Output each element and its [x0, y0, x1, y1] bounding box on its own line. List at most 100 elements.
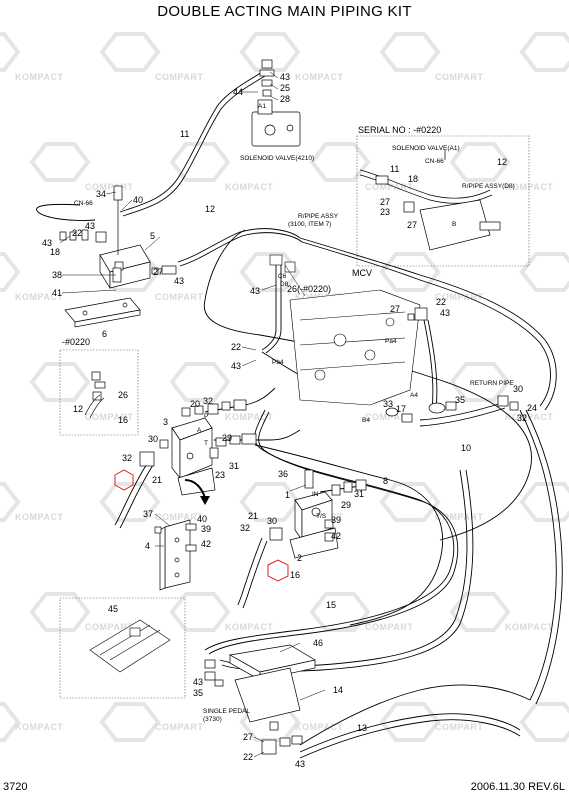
watermark-hexagon — [379, 482, 441, 522]
watermark-text: COMPART — [435, 512, 483, 522]
pipe-14 — [299, 684, 531, 746]
label-port-ts: T/S — [316, 513, 327, 520]
callout: 23 — [215, 470, 225, 480]
callout: 28 — [280, 94, 290, 104]
callout: 13 — [357, 723, 367, 733]
callout: 22 — [436, 297, 446, 307]
callout: 39 — [331, 515, 341, 525]
callout: 1 — [285, 490, 290, 500]
hose-16 — [237, 537, 263, 606]
watermark-hexagon — [519, 482, 569, 522]
callout: 5 — [150, 231, 155, 241]
watermark-text: COMPART — [365, 182, 413, 192]
watermark-text: KOMPACT — [15, 72, 63, 82]
label-cn66-inset: CN-66 — [425, 158, 444, 165]
pipe-12-p — [179, 232, 303, 267]
inset-serial-0220 — [356, 135, 530, 267]
inset-left-content — [84, 371, 106, 419]
watermark-hexagon — [99, 482, 161, 522]
watermark-text: KOMPACT — [225, 182, 273, 192]
bracket-4 — [154, 519, 197, 591]
callout: 27 — [243, 732, 253, 742]
callout: 40 — [133, 195, 143, 205]
hose-16-p — [242, 540, 268, 609]
callout: 43 — [42, 238, 52, 248]
callout: 20 — [190, 399, 200, 409]
watermark-hexagon — [379, 702, 441, 742]
label-port-p: P — [204, 413, 208, 420]
label-return-pipe: RETURN PIPE — [470, 380, 514, 387]
callout: 31 — [229, 461, 239, 471]
watermark-text: KOMPACT — [15, 722, 63, 732]
callout: 40 — [197, 514, 207, 524]
callout: 32 — [203, 396, 213, 406]
red-markers — [114, 469, 289, 582]
callout: 43 — [280, 72, 290, 82]
callout: 26 — [118, 390, 128, 400]
callout: 35 — [455, 395, 465, 405]
red-hexagon-marker — [114, 469, 134, 491]
watermark-text: KOMPACT — [15, 292, 63, 302]
callout: 24 — [527, 403, 537, 413]
hose-11-loop — [36, 203, 96, 221]
label-r-pipe-assy-ref: (3100, ITEM 7) — [288, 221, 331, 228]
pipe-12 — [177, 228, 301, 263]
watermark-hexagon — [29, 362, 91, 402]
pipe-pa4-p — [427, 319, 438, 411]
watermark-hexagon — [309, 592, 371, 632]
pipe-rpipe-down — [261, 262, 277, 351]
callout: 16 — [118, 415, 128, 425]
pipe-return-b — [208, 411, 459, 655]
callout: 34 — [96, 189, 106, 199]
callout: 3 — [163, 417, 168, 427]
label-a4: A4 — [410, 392, 418, 399]
watermark-hexagon — [169, 592, 231, 632]
pedal-assembly — [204, 644, 316, 755]
pipe-pa4 — [423, 319, 434, 411]
label-port-d8: D8 — [280, 281, 289, 288]
callout: 35 — [193, 688, 203, 698]
pipe-right-down-p — [525, 409, 563, 705]
callout: 29 — [222, 433, 232, 443]
watermark-text: COMPART — [85, 622, 133, 632]
callout: 18 — [408, 174, 418, 184]
callout: 16 — [290, 570, 300, 580]
callout: 12 — [497, 157, 507, 167]
watermark-hexagon — [519, 32, 569, 72]
watermark-hexagon — [449, 592, 511, 632]
pipe-return-a — [204, 409, 455, 651]
callout: 42 — [201, 539, 211, 549]
label-cn66-main: CN-66 — [74, 200, 93, 207]
watermark-hexagon — [169, 362, 231, 402]
watermark-text: KOMPACT — [225, 412, 273, 422]
callout: 26(-#0220) — [287, 284, 331, 294]
callout: 42 — [331, 531, 341, 541]
label-port-a: A — [197, 427, 202, 434]
watermark-hexagon — [29, 592, 91, 632]
label-r-pipe-assy: R/PIPE ASSY — [298, 213, 339, 220]
pipe-rpipe-down-p — [265, 262, 282, 354]
watermark-hexagon — [0, 32, 21, 72]
callout: 45 — [108, 604, 118, 614]
watermark-text: KOMPACT — [15, 512, 63, 522]
watermark-hexagon — [519, 252, 569, 292]
watermark-text: COMPART — [155, 292, 203, 302]
callout: 30 — [267, 516, 277, 526]
watermark-hexagon — [239, 32, 301, 72]
hose-21a-p — [119, 464, 154, 529]
watermark-text: KOMPACT — [295, 722, 343, 732]
watermark-text: COMPART — [365, 622, 413, 632]
callout: 30 — [148, 434, 158, 444]
watermark-hexagon — [449, 142, 511, 182]
label-solenoid-valve: SOLENOID VALVE(4210) — [240, 155, 314, 162]
watermark-text: COMPART — [85, 412, 133, 422]
page-code: 3720 — [3, 781, 28, 793]
callout: 22 — [231, 342, 241, 352]
callout: 22 — [72, 228, 82, 238]
callout: 23 — [380, 207, 390, 217]
valve-block-3 — [139, 399, 257, 496]
label-port-c6: C6 — [278, 273, 287, 280]
watermark-text: COMPART — [435, 72, 483, 82]
watermark-hexagon — [239, 252, 301, 292]
